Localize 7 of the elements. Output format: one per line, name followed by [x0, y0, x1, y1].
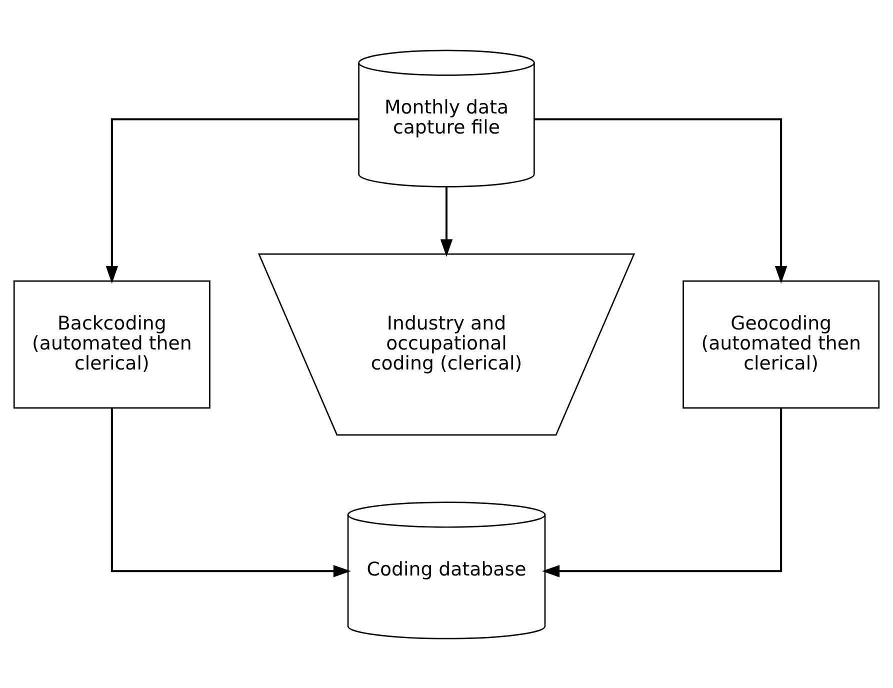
arrow — [440, 186, 453, 256]
arrow — [534, 118, 788, 284]
node-box: Geocoding (automated then clerical) — [682, 280, 880, 408]
node-box: Backcoding (automated then clerical) — [13, 280, 210, 408]
arrow — [110, 408, 351, 577]
arrow — [106, 118, 359, 284]
arrow — [542, 408, 782, 577]
